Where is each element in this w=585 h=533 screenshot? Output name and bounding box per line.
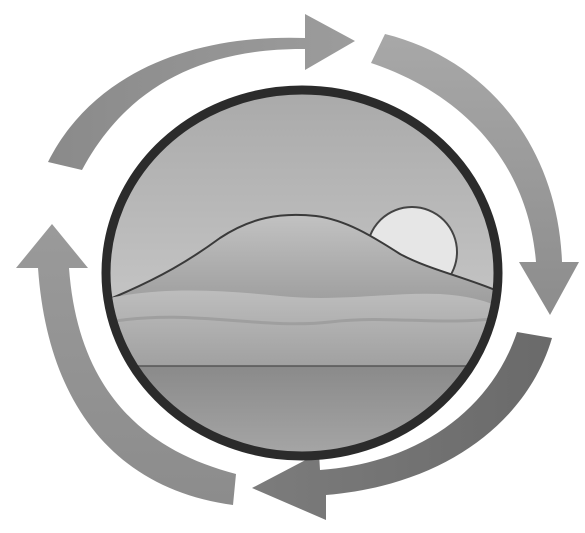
hills <box>100 291 510 369</box>
